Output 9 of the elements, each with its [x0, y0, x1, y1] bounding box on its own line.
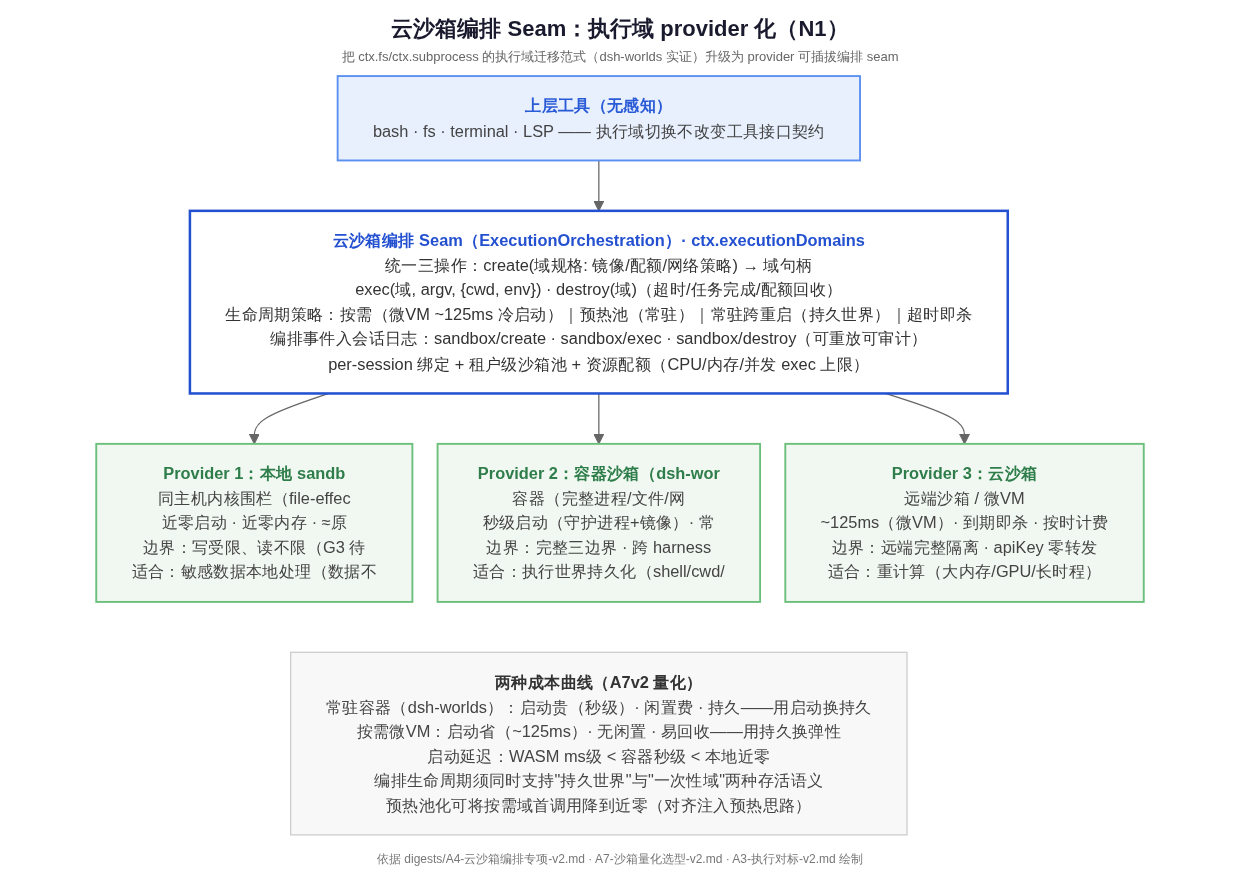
node-box: Provider 3：云沙箱 远端沙箱 / 微VM ~125ms（微VM）· 到期即杀 · 按时计费 边界：远端完整隔离 · apiKey 零转发 适合：重计算（大内存/GPU/长时程） — [784, 442, 1145, 603]
node-box: 上层工具（无感知） bash · fs · terminal · LSP —— 执行域切换不改变工具接口契约 — [336, 75, 861, 162]
node-box: Provider 2：容器沙箱（dsh-wor 容器（完整进程/文件/网 秒级启动（守护进程+镜像）· 常 边界：完整三边界 · 跨 harness 适合：执行世界持久化（shell/cwd/ — [436, 442, 762, 603]
node-box: Provider 1：本地 sandb 同主机内核围栏（file-effec 近零启动 · 近零内存 · ≈原 边界：写受限、读不限（G3 待 适合：敏感数据本地处理（数据不 — [95, 442, 414, 603]
diagram-title: 云沙箱编排 Seam：执行域 provider 化（N1） — [391, 15, 849, 43]
node-box: 云沙箱编排 Seam（ExecutionOrchestration）· ctx.executionDomains 统一三操作：create(域规格: 镜像/配额/网络策略) → 域句柄 exec(域, argv, {cwd, env}) · destroy(域)（超时/任务完成/配额回收） 生命周期策略：按需（微VM ~125ms 冷启动）｜预热池（常驻）｜常驻跨重启（持久世界）｜超时即杀 编排事件入会话日志：sandbox/create · sandbox/exec · sandbox/destroy（可重放可审计） per-session 绑定 + 租户级沙箱池 + 资源配额（CPU/内存/并发 exec 上限） — [188, 209, 1009, 395]
subtitle: 把 ctx.fs/ctx.subprocess 的执行域迁移范式（dsh-worlds 实证）升级为 provider 可插拔编排 seam — [341, 48, 899, 66]
caption: 依据 digests/A4-云沙箱编排专项-v2.md · A7-沙箱量化选型-v2.md · A3-执行对标-v2.md 绘制 — [376, 851, 864, 868]
node-box: 两种成本曲线（A7v2 量化） 常驻容器（dsh-worlds）：启动贵（秒级）· 闲置费 · 持久——用启动换持久 按需微VM：启动省（~125ms）· 无闲置 · 易回收——用持久换弹性 启动延迟：WASM ms级 < 容器秒级 < 本地近零 编排生命周期须同时支持"持久世界"与"一次性域"两种存活语义 预热池化可将按需域首调用降到近零（对齐注入预热思路） — [290, 651, 908, 836]
